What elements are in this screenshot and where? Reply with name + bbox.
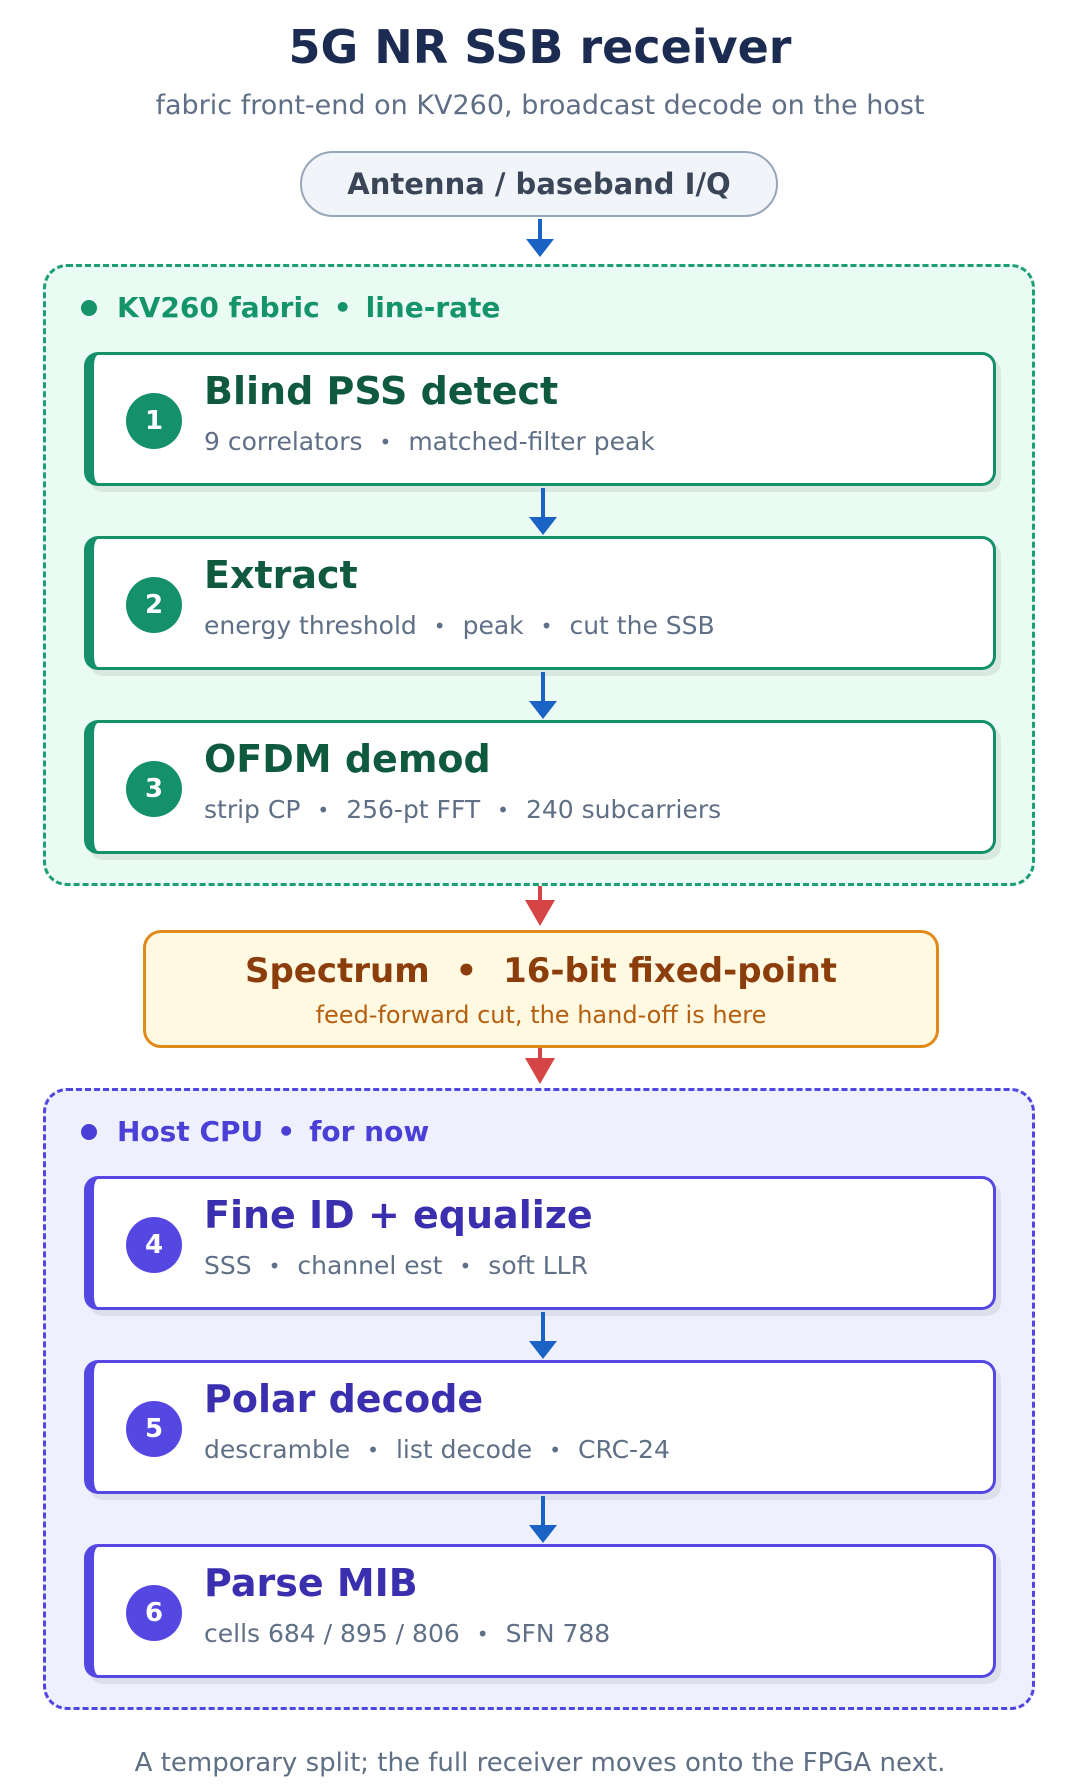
source-node-label: Antenna / baseband I/Q [347,167,731,201]
stage-card-polar-decode: 5 Polar decode descramble • list decode … [84,1360,996,1494]
label-separator: • [333,291,352,324]
bullet-separator: • [549,1437,561,1462]
bullet-separator: • [433,613,446,638]
stage-detail: peak [462,611,524,640]
stage-detail: CRC-24 [577,1435,670,1464]
fabric-dot-icon [81,299,97,316]
label-separator: • [277,1115,296,1148]
bullet-separator: • [540,613,553,638]
stage-details: strip CP • 256-pt FFT • 240 subcarriers [204,795,721,824]
fabric-group-label: KV260 fabric • line-rate [81,291,500,324]
bullet-separator: • [317,797,330,822]
handoff-title-tag: 16-bit fixed-point [503,951,838,991]
stage-detail: SFN 788 [505,1619,611,1648]
stage-detail: channel est [297,1251,443,1280]
stage-number-badge: 4 [126,1217,182,1273]
fabric-group-name: KV260 fabric [117,291,320,324]
stage-card-blind-pss: 1 Blind PSS detect 9 correlators • match… [84,352,996,486]
handoff-title: Spectrum • 16-bit fixed-point [146,951,936,991]
diagram-subtitle: fabric front-end on KV260, broadcast dec… [155,90,925,121]
stage-title: Polar decode [204,1377,484,1421]
stage-details: 9 correlators • matched-filter peak [204,427,655,456]
bullet-separator: • [476,1621,489,1646]
fabric-group-tag: line-rate [365,291,501,324]
stage-detail: cut the SSB [569,611,715,640]
stage-details: SSS • channel est • soft LLR [204,1251,588,1280]
bullet-separator: • [268,1253,281,1278]
footer-note: A temporary split; the full receiver mov… [134,1748,946,1778]
stage-detail: list decode [395,1435,533,1464]
host-group-name: Host CPU [117,1115,264,1148]
bullet-separator: • [497,797,509,822]
stage-detail: energy threshold [204,611,417,640]
stage-detail: soft LLR [488,1251,588,1280]
stage-number-badge: 5 [126,1401,182,1457]
stage-number-badge: 3 [126,761,182,817]
host-dot-icon [81,1123,97,1140]
handoff-box: Spectrum • 16-bit fixed-point feed-forwa… [143,930,939,1048]
stage-detail: 240 subcarriers [525,795,722,824]
host-group-tag: for now [309,1115,430,1148]
stage-detail: SSS [204,1251,252,1280]
bullet-separator: • [459,1253,472,1278]
stage-details: cells 684 / 895 / 806 • SFN 788 [204,1619,610,1648]
stage-card-extract: 2 Extract energy threshold • peak • cut … [84,536,996,670]
stage-number-badge: 1 [126,393,182,449]
host-group-label: Host CPU • for now [81,1115,429,1148]
stage-number-badge: 2 [126,577,182,633]
source-node: Antenna / baseband I/Q [300,151,778,217]
stage-details: descramble • list decode • CRC-24 [204,1435,670,1464]
handoff-title-main: Spectrum [244,951,430,991]
stage-detail: matched-filter peak [408,427,655,456]
bullet-separator: • [367,1437,379,1462]
stage-details: energy threshold • peak • cut the SSB [204,611,715,640]
fabric-group: KV260 fabric • line-rate 1 Blind PSS det… [43,264,1035,886]
stage-detail: descramble [204,1435,351,1464]
stage-detail: cells 684 / 895 / 806 [204,1619,460,1648]
stage-title: Blind PSS detect [204,369,559,413]
host-group: Host CPU • for now 4 Fine ID + equalize … [43,1088,1035,1710]
stage-title: Parse MIB [204,1561,418,1605]
handoff-subtitle: feed-forward cut, the hand-off is here [315,1001,767,1029]
diagram-title: 5G NR SSB receiver [288,20,792,74]
stage-title: Extract [204,553,358,597]
stage-title: Fine ID + equalize [204,1193,593,1237]
bullet-separator: • [379,429,392,454]
handoff-separator: • [455,951,478,991]
stage-card-parse-mib: 6 Parse MIB cells 684 / 895 / 806 • SFN … [84,1544,996,1678]
stage-detail: 256-pt FFT [346,795,481,824]
stage-detail: strip CP [204,795,301,824]
stage-number-badge: 6 [126,1585,182,1641]
stage-detail: 9 correlators [204,427,363,456]
stage-title: OFDM demod [204,737,491,781]
stage-card-fine-id: 4 Fine ID + equalize SSS • channel est •… [84,1176,996,1310]
stage-card-ofdm-demod: 3 OFDM demod strip CP • 256-pt FFT • 240… [84,720,996,854]
